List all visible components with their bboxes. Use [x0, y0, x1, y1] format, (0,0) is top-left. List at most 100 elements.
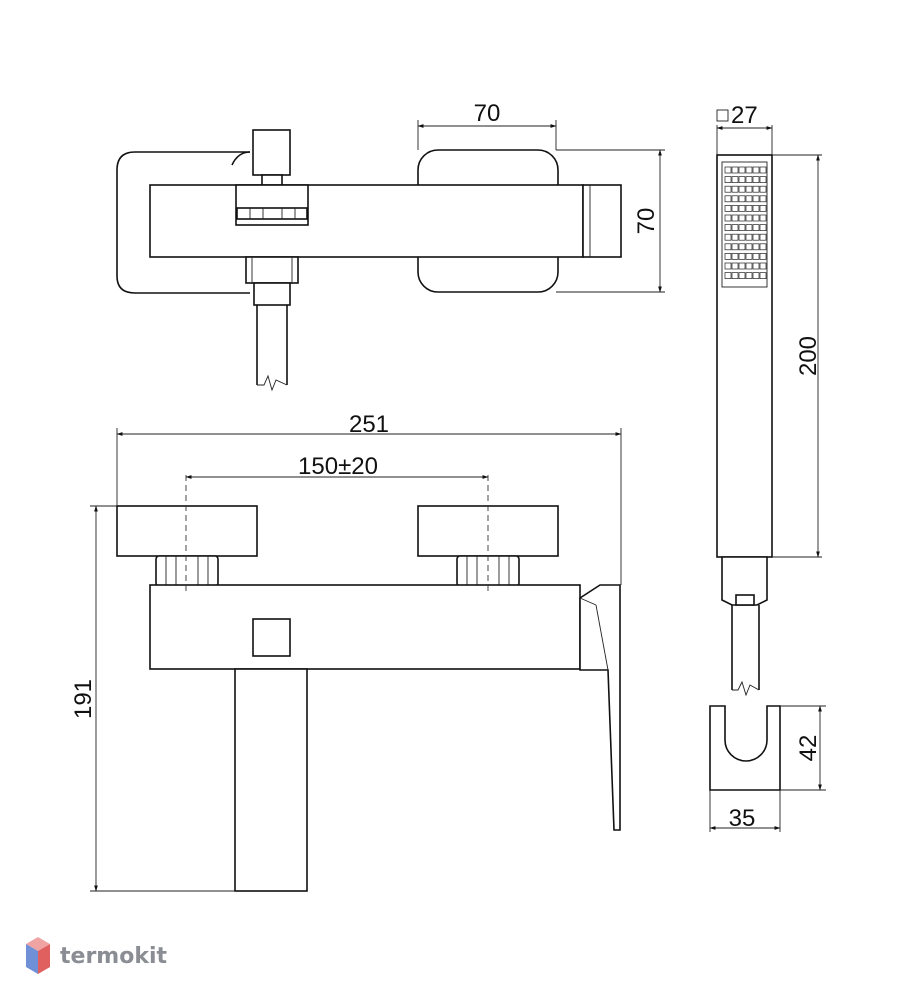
nozzle	[724, 195, 732, 203]
hexagon-cube-icon	[26, 937, 50, 974]
nozzle	[738, 185, 746, 193]
nozzle	[724, 185, 732, 193]
nozzle	[731, 166, 739, 174]
nozzle	[724, 272, 732, 279]
nozzle	[752, 214, 760, 222]
nozzle	[745, 243, 753, 251]
nozzle	[731, 195, 739, 203]
nozzle	[752, 224, 760, 231]
brand-name: termokit	[60, 944, 167, 969]
nozzle	[724, 176, 732, 183]
nozzle	[738, 253, 746, 260]
nozzle	[738, 176, 746, 183]
nozzle	[745, 253, 753, 260]
nozzle	[731, 253, 739, 260]
nozzle	[731, 176, 739, 183]
dimension-height-total: 191	[70, 505, 235, 892]
dim-label-top-depth: 70	[633, 208, 660, 235]
nozzle	[752, 205, 760, 212]
nozzle	[752, 176, 760, 183]
nozzle	[731, 262, 739, 270]
dim-label-centers: 150±20	[298, 453, 378, 480]
nozzle	[731, 205, 739, 212]
dim-label-top-width: 70	[474, 100, 501, 127]
dimension-top-depth: 70	[556, 149, 665, 293]
nozzle	[738, 224, 746, 231]
dim-label-height-total: 191	[70, 679, 97, 719]
nozzle	[745, 214, 753, 222]
nozzle	[752, 166, 760, 174]
nozzle	[724, 166, 732, 174]
nozzle	[752, 262, 760, 270]
nozzle	[738, 205, 746, 212]
nozzle	[731, 224, 739, 231]
top-view	[116, 129, 622, 392]
nozzle	[724, 233, 732, 241]
dimension-top-width: 70	[417, 100, 557, 150]
nozzle	[745, 262, 753, 270]
dimension-shower-length: 200	[772, 154, 822, 558]
square-symbol-icon	[716, 109, 729, 122]
nozzle	[759, 262, 767, 270]
dimension-holder-width: 35	[709, 790, 781, 832]
front-view	[116, 475, 621, 892]
nozzle	[731, 233, 739, 241]
nozzle	[759, 166, 767, 174]
nozzle	[759, 253, 767, 260]
nozzle	[759, 176, 767, 183]
dimension-centers: 150±20	[185, 453, 489, 480]
nozzle	[731, 243, 739, 251]
dim-label-shower-square: 27	[731, 102, 758, 129]
nozzle	[745, 272, 753, 279]
nozzle	[738, 166, 746, 174]
nozzle	[738, 262, 746, 270]
nozzle	[745, 185, 753, 193]
nozzle	[759, 185, 767, 193]
nozzle	[752, 272, 760, 279]
wall-holder	[709, 705, 781, 791]
nozzle	[738, 243, 746, 251]
nozzle	[731, 214, 739, 222]
nozzle	[745, 176, 753, 183]
nozzle	[759, 233, 767, 241]
nozzle	[752, 243, 760, 251]
nozzle	[759, 205, 767, 212]
nozzle	[745, 233, 753, 241]
nozzle	[724, 214, 732, 222]
nozzle	[738, 214, 746, 222]
hand-shower	[716, 154, 773, 697]
nozzle	[731, 272, 739, 279]
dim-label-length-total: 251	[349, 411, 389, 438]
nozzle	[724, 243, 732, 251]
dim-label-holder-height: 42	[795, 735, 822, 762]
dimension-shower-square: 27	[716, 102, 773, 155]
nozzle	[752, 185, 760, 193]
nozzle	[759, 195, 767, 203]
nozzle	[745, 166, 753, 174]
nozzle	[759, 214, 767, 222]
nozzle	[724, 205, 732, 212]
dim-label-holder-width: 35	[729, 805, 756, 832]
nozzle	[738, 195, 746, 203]
nozzle	[738, 272, 746, 279]
nozzle	[759, 224, 767, 231]
nozzle	[745, 195, 753, 203]
nozzle	[752, 233, 760, 241]
dim-label-shower-length: 200	[795, 336, 822, 376]
nozzle	[745, 205, 753, 212]
nozzle	[724, 262, 732, 270]
nozzle	[724, 224, 732, 231]
nozzle	[752, 195, 760, 203]
nozzle	[738, 233, 746, 241]
nozzle-grid	[724, 166, 767, 279]
nozzle	[745, 224, 753, 231]
dimension-length-total: 251	[116, 411, 622, 585]
nozzle	[752, 253, 760, 260]
nozzle	[724, 253, 732, 260]
dimension-holder-height: 42	[780, 705, 826, 791]
brand-logo: termokit	[26, 937, 167, 974]
nozzle	[731, 185, 739, 193]
nozzle	[759, 243, 767, 251]
nozzle	[759, 272, 767, 279]
